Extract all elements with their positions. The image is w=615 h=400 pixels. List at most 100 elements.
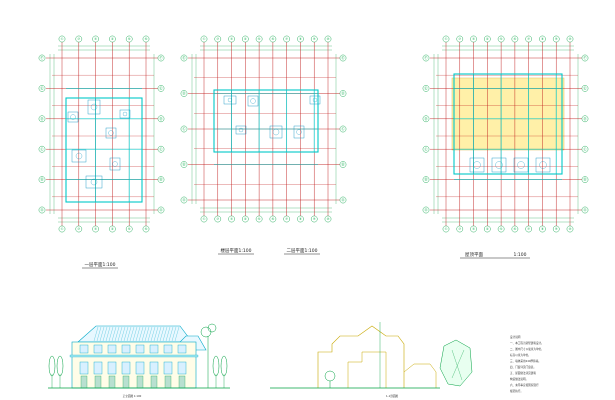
grid-bubble-icon: ③ [92,35,99,43]
grid-bubble-label: Ⓒ [424,146,428,151]
note-line: 构造做法说明。 [510,377,528,381]
grid-bubble-icon: ⑧ [297,35,304,43]
grid-bubble-icon: Ⓓ [180,90,188,97]
grid-bubble-icon: Ⓒ [38,145,46,153]
tree-icon [439,339,473,387]
note-line: 一、本工程为别墅建筑设计。 [510,341,544,345]
grid-bubble-icon: ⑩ [566,35,574,43]
grid-bubble-icon: ④ [242,35,249,43]
grid-bubble-icon: Ⓑ [180,161,188,168]
plan2-walls [213,89,321,165]
grid-bubble-icon: ⑧ [539,35,546,43]
plan1-title: 一层平面1:100 [85,262,116,268]
grid-bubble-icon: ⑨ [552,35,560,43]
grid-bubble-icon: ② [75,225,83,233]
grid-bubble-label: ② [216,217,219,221]
grid-bubble-label: Ⓕ [40,55,44,60]
grid-bubble-label: Ⓐ [341,197,345,202]
grid-bubble-label: ① [445,227,448,231]
grid-bubble-label: Ⓓ [583,116,587,121]
grid-bubble-label: ② [77,227,80,231]
grid-bubble-label: Ⓔ [182,55,186,60]
grid-bubble-icon: ② [214,215,222,223]
grid-bubble-icon: ④ [242,215,249,223]
tree-icon [220,355,228,388]
grid-bubble-icon: ③ [470,35,477,43]
grid-bubble-icon: ⑨ [310,215,318,223]
grid-bubble-label: ⑥ [145,37,148,41]
grid-bubble-icon: ③ [228,35,235,43]
grid-bubble-icon: Ⓐ [180,196,188,204]
grid-bubble-label: ② [77,37,80,41]
grid-bubble-label: Ⓔ [159,86,163,91]
section-title: 1-1剖面图 [386,394,398,398]
grid-bubble-label: ③ [94,37,97,41]
grid-bubble-label: ⑦ [285,37,288,41]
grid-bubble-label: ⑨ [313,217,316,221]
grid-bubble-label: ① [61,37,64,41]
grid-bubble-icon: ① [58,225,66,233]
grid-bubble-icon: ⑦ [525,35,532,43]
grid-bubble-icon: ① [442,35,450,43]
grid-bubble-icon: ⑥ [511,35,519,43]
grid-bubble-icon: ⑥ [269,35,277,43]
grid-bubble-icon: Ⓔ [38,85,46,92]
grid-bubble-label: Ⓑ [182,162,186,167]
note-line: 标高以米为单位。 [510,353,531,357]
grid-bubble-label: Ⓓ [40,116,44,121]
grid-bubble-icon: ④ [484,35,491,43]
note-line: 规范执行。 [510,389,523,393]
grid-bubble-icon: Ⓓ [422,115,430,123]
grid-bubble-label: ⑥ [145,227,148,231]
grid-bubble-icon: ② [456,35,464,43]
grid-bubble-label: ① [203,37,206,41]
grid-bubble-icon: Ⓓ [157,115,165,123]
plan2-title-left: 楼层平面1:100 [221,247,252,254]
grid-bubble-icon: Ⓒ [581,145,589,153]
grid-bubble-icon: Ⓑ [422,176,430,183]
grid-bubble-icon: Ⓔ [581,85,589,92]
grid-bubble-icon: ① [200,35,208,43]
note-line: 二、图中尺寸以毫米为单位， [510,347,544,351]
grid-bubble-label: Ⓒ [341,126,345,131]
grid-bubble-icon: Ⓐ [422,206,430,214]
plan2-title-right: 二层平面1:100 [287,248,318,254]
grid-bubble-icon: ⑥ [269,215,277,223]
plan1-grid [46,42,158,226]
grid-bubble-label: ⑤ [500,37,503,41]
grid-bubble-icon: Ⓒ [180,125,188,133]
grid-bubble-label: ⑥ [271,217,274,221]
grid-bubble-label: Ⓒ [583,146,587,151]
grid-bubble-label: ⑤ [258,217,261,221]
grid-bubble-label: Ⓓ [424,116,428,121]
grid-bubble-label: ⑩ [327,37,330,41]
grid-bubble-label: ④ [111,37,114,41]
grid-bubble-label: ③ [230,37,233,41]
grid-bubble-icon: Ⓕ [157,54,165,62]
grid-bubble-label: ① [61,227,64,231]
grid-bubble-label: ② [458,37,461,41]
grid-bubble-icon: Ⓔ [422,85,430,92]
grid-bubble-label: Ⓕ [583,55,587,60]
grid-bubble-label: ④ [244,217,247,221]
grid-bubble-icon: ④ [109,225,116,233]
grid-bubble-icon: ⑥ [142,225,150,233]
grid-bubble-label: ⑨ [313,37,316,41]
grid-bubble-label: Ⓐ [424,207,428,212]
grid-bubble-label: Ⓔ [40,86,44,91]
note-line: 四、门窗详见门窗表。 [510,365,536,369]
grid-bubble-label: ⑥ [513,37,516,41]
tree-icon [324,370,336,388]
grid-bubble-label: Ⓒ [40,146,44,151]
grid-bubble-label: ⑦ [285,217,288,221]
grid-bubble-label: ⑥ [271,37,274,41]
grid-bubble-icon: ③ [92,225,99,233]
grid-bubble-label: ⑨ [555,37,558,41]
grid-bubble-label: Ⓔ [583,86,587,91]
design-notes: 设计说明 一、本工程为别墅建筑设计。二、图中尺寸以毫米为单位， 标高以米为单位。… [510,335,544,393]
